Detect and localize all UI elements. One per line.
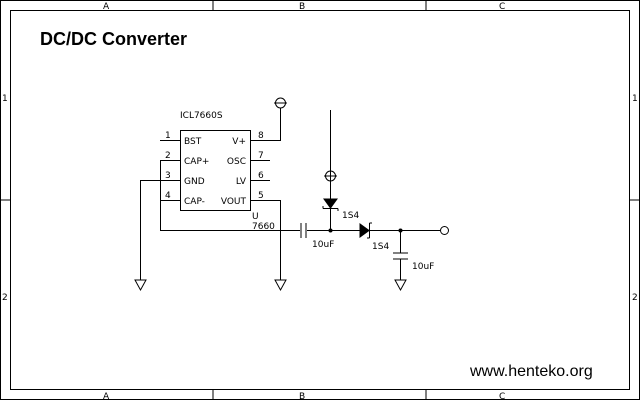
ic-value-label: 7660 bbox=[252, 222, 275, 232]
ic-right-pin-stubs bbox=[251, 140, 280, 201]
ic-pin-8-number: 8 bbox=[258, 131, 264, 141]
frame-col-top-b: B bbox=[299, 2, 305, 12]
ic-pin-4-number: 4 bbox=[165, 191, 171, 201]
ic-pin-8-name: V+ bbox=[232, 137, 246, 147]
junction-dot bbox=[398, 228, 403, 233]
ic-pin-3-number: 3 bbox=[165, 171, 171, 181]
ic-pin-4-name: CAP- bbox=[184, 197, 205, 207]
capacitor-c2-value: 10uF bbox=[412, 262, 434, 272]
frame-row-left-2: 2 bbox=[2, 293, 8, 303]
ground-symbol bbox=[134, 279, 147, 292]
frame-row-right-2: 2 bbox=[632, 293, 638, 303]
ic-pin-7-name: OSC bbox=[227, 157, 246, 167]
ic-part-label: ICL7660S bbox=[180, 111, 223, 121]
ic-pin-7-number: 7 bbox=[258, 151, 264, 161]
frame-col-bottom-c: C bbox=[499, 392, 505, 400]
junction-dot bbox=[328, 228, 333, 233]
ic-pin-3-name: GND bbox=[184, 177, 205, 187]
ic-pin-2-number: 2 bbox=[165, 151, 171, 161]
capacitor-c2 bbox=[393, 252, 408, 260]
frame-col-top-c: C bbox=[499, 2, 505, 12]
diode-d1-label: 1S4 bbox=[342, 211, 359, 221]
diode-d2-label: 1S4 bbox=[372, 242, 389, 252]
frame-col-bottom-a: A bbox=[103, 392, 110, 400]
diode-d1 bbox=[322, 198, 339, 211]
power-supply-symbol bbox=[324, 170, 337, 182]
output-terminal bbox=[440, 226, 449, 235]
diagram-title: DC/DC Converter bbox=[40, 29, 187, 49]
ic-body bbox=[180, 130, 251, 211]
ic-pin-2-name: CAP+ bbox=[184, 157, 209, 167]
frame-row-left-1: 1 bbox=[2, 94, 8, 104]
wires bbox=[140, 108, 440, 280]
ground-symbol bbox=[274, 279, 287, 292]
ic-ref-label: U bbox=[252, 212, 259, 222]
ic-pin-6-name: LV bbox=[236, 177, 247, 187]
diode-d2 bbox=[359, 222, 372, 239]
capacitor-c1 bbox=[300, 223, 307, 238]
capacitor-c1-value: 10uF bbox=[312, 240, 334, 250]
ic-pin-1-name: BST bbox=[184, 137, 202, 147]
ic-pin-5-number: 5 bbox=[258, 191, 264, 201]
ic-left-pin-stubs bbox=[160, 140, 180, 201]
frame-col-top-a: A bbox=[103, 2, 110, 12]
frame-row-right-1: 1 bbox=[632, 94, 638, 104]
frame-col-bottom-b: B bbox=[299, 392, 305, 400]
ic-pin-5-name: VOUT bbox=[221, 197, 247, 207]
power-supply-symbol bbox=[274, 97, 287, 109]
ic-pin-1-number: 1 bbox=[165, 131, 171, 141]
ground-symbol bbox=[394, 279, 407, 292]
website-label: www.henteko.org bbox=[469, 363, 593, 380]
ic-pin-6-number: 6 bbox=[258, 171, 264, 181]
